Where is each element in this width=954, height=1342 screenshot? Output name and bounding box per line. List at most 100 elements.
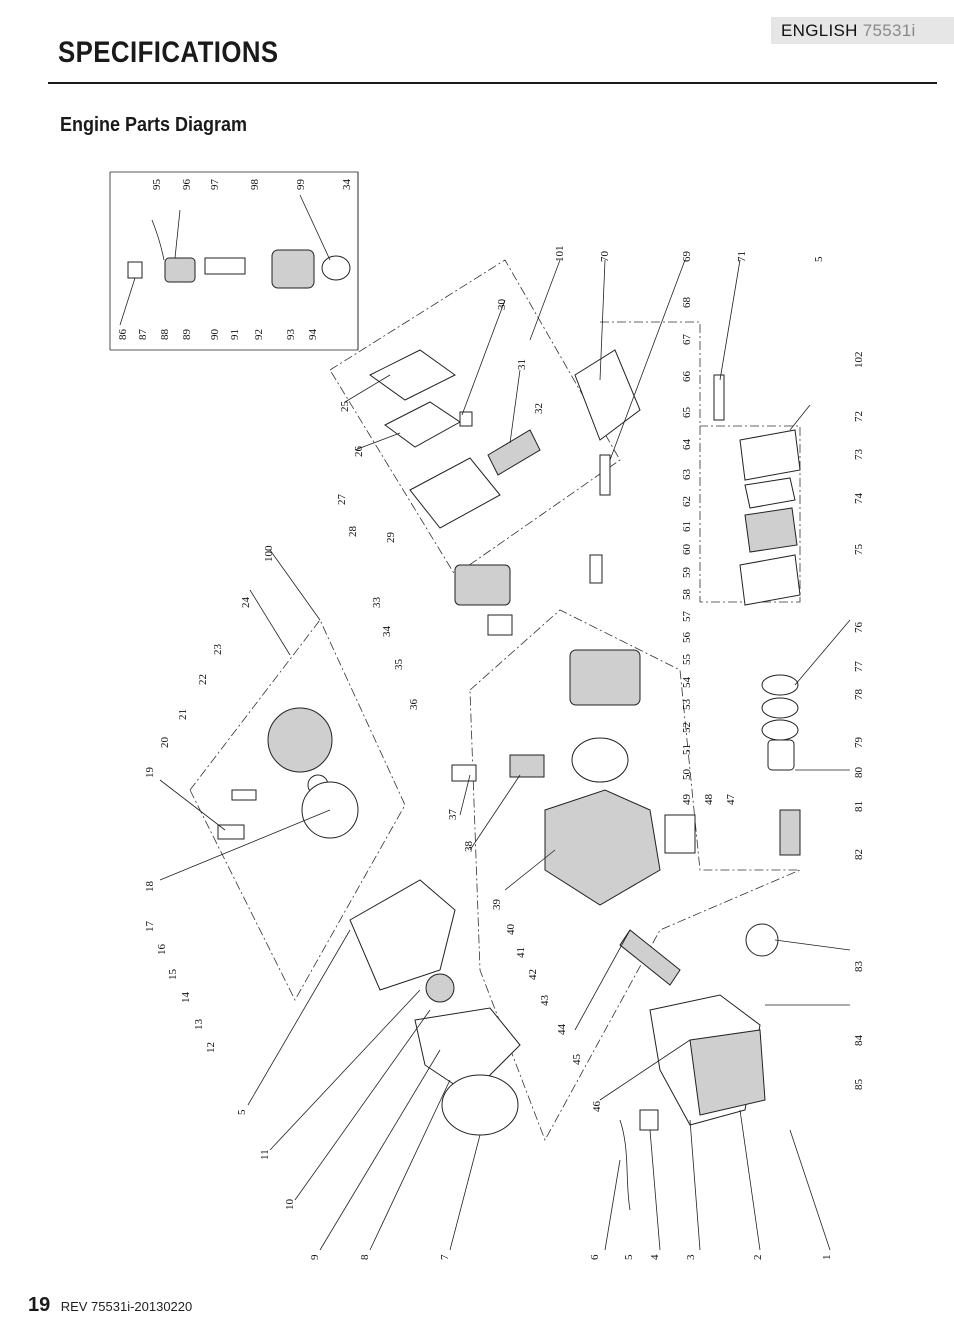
label-45: 45 bbox=[571, 1054, 583, 1066]
leader-lines bbox=[119, 194, 851, 1251]
label-88: 88 bbox=[159, 329, 171, 341]
page-title: SPECIFICATIONS bbox=[58, 36, 279, 69]
label-3: 3 bbox=[685, 1254, 697, 1260]
revision-code: REV 75531i-20130220 bbox=[60, 1299, 193, 1314]
label-89: 89 bbox=[181, 329, 193, 341]
label-62: 62 bbox=[681, 496, 693, 507]
label-38: 38 bbox=[463, 841, 475, 853]
label-43: 43 bbox=[539, 995, 551, 1007]
label-56: 56 bbox=[681, 632, 693, 644]
label-25: 25 bbox=[339, 401, 351, 413]
label-12: 12 bbox=[205, 1042, 217, 1053]
engine-exploded-diagram: 95 96 97 98 99 34 86 87 88 89 90 91 92 9… bbox=[109, 171, 865, 1260]
label-58: 58 bbox=[681, 589, 693, 601]
label-41: 41 bbox=[515, 947, 527, 958]
page-number: 19 bbox=[28, 1294, 51, 1316]
label-90: 90 bbox=[209, 329, 221, 341]
crankcase-group-outline bbox=[469, 609, 801, 1141]
label-71: 71 bbox=[736, 251, 748, 262]
label-60: 60 bbox=[681, 544, 693, 556]
label-22: 22 bbox=[197, 674, 209, 685]
label-5-top: 5 bbox=[813, 256, 825, 262]
label-7: 7 bbox=[439, 1254, 451, 1260]
label-18: 18 bbox=[144, 881, 156, 893]
label-67: 67 bbox=[681, 334, 693, 346]
label-9: 9 bbox=[309, 1254, 321, 1260]
label-57: 57 bbox=[681, 611, 693, 623]
label-74: 74 bbox=[853, 493, 865, 505]
label-46: 46 bbox=[591, 1101, 603, 1113]
label-51: 51 bbox=[681, 744, 693, 755]
label-82: 82 bbox=[853, 849, 865, 860]
section-title: Engine Parts Diagram bbox=[60, 114, 248, 136]
label-96: 96 bbox=[181, 179, 193, 191]
label-29: 29 bbox=[385, 532, 397, 544]
label-77: 77 bbox=[853, 661, 865, 673]
label-24: 24 bbox=[240, 597, 252, 609]
label-69: 69 bbox=[681, 251, 693, 263]
label-50: 50 bbox=[681, 769, 693, 781]
label-37: 37 bbox=[447, 809, 459, 821]
label-81: 81 bbox=[853, 801, 865, 812]
model-number: 75531i bbox=[862, 21, 916, 40]
label-92: 92 bbox=[253, 329, 265, 340]
label-32: 32 bbox=[533, 403, 545, 414]
label-49: 49 bbox=[681, 794, 693, 806]
label-33: 33 bbox=[371, 597, 383, 609]
language-label: ENGLISH bbox=[781, 21, 858, 40]
label-86: 86 bbox=[117, 329, 129, 341]
label-73: 73 bbox=[853, 449, 865, 461]
label-64: 64 bbox=[681, 439, 693, 451]
label-59: 59 bbox=[681, 567, 693, 579]
label-5-bottom: 5 bbox=[623, 1254, 635, 1260]
language-model-tab: ENGLISH 75531i bbox=[771, 17, 954, 44]
label-95: 95 bbox=[151, 179, 163, 191]
label-23: 23 bbox=[212, 644, 224, 656]
label-75: 75 bbox=[853, 544, 865, 556]
label-31: 31 bbox=[516, 359, 528, 370]
label-78: 78 bbox=[853, 689, 865, 701]
label-99: 99 bbox=[295, 179, 307, 191]
label-61: 61 bbox=[681, 521, 693, 532]
label-98: 98 bbox=[249, 179, 261, 191]
label-28: 28 bbox=[347, 526, 359, 538]
label-15: 15 bbox=[167, 969, 179, 981]
label-19: 19 bbox=[144, 767, 156, 779]
label-11: 11 bbox=[259, 1149, 271, 1160]
label-72: 72 bbox=[853, 411, 865, 422]
label-4: 4 bbox=[649, 1254, 661, 1260]
label-102: 102 bbox=[853, 352, 865, 369]
label-66: 66 bbox=[681, 371, 693, 383]
label-83: 83 bbox=[853, 961, 865, 973]
label-13: 13 bbox=[193, 1019, 205, 1031]
label-20: 20 bbox=[159, 737, 171, 749]
label-93: 93 bbox=[285, 329, 297, 341]
label-70: 70 bbox=[599, 251, 611, 263]
label-80: 80 bbox=[853, 767, 865, 779]
page-footer: 19 REV 75531i-20130220 bbox=[28, 1294, 192, 1317]
label-17: 17 bbox=[144, 921, 156, 933]
label-44: 44 bbox=[556, 1024, 568, 1036]
parts-illustration bbox=[127, 219, 801, 1211]
label-53: 53 bbox=[681, 699, 693, 711]
label-100: 100 bbox=[263, 545, 275, 562]
title-divider bbox=[48, 82, 937, 84]
label-36: 36 bbox=[408, 699, 420, 711]
label-52: 52 bbox=[681, 722, 693, 733]
label-68: 68 bbox=[681, 297, 693, 309]
label-85: 85 bbox=[853, 1079, 865, 1091]
label-63: 63 bbox=[681, 469, 693, 481]
label-84: 84 bbox=[853, 1035, 865, 1047]
label-97: 97 bbox=[209, 179, 221, 191]
label-76: 76 bbox=[853, 622, 865, 634]
label-34-inset: 34 bbox=[341, 179, 353, 191]
label-39: 39 bbox=[491, 899, 503, 911]
label-55: 55 bbox=[681, 654, 693, 666]
label-94: 94 bbox=[307, 329, 319, 341]
label-65: 65 bbox=[681, 407, 693, 419]
label-91: 91 bbox=[229, 329, 241, 340]
label-47: 47 bbox=[725, 794, 737, 806]
label-8: 8 bbox=[359, 1254, 371, 1260]
label-34: 34 bbox=[381, 626, 393, 638]
label-27: 27 bbox=[336, 494, 348, 506]
